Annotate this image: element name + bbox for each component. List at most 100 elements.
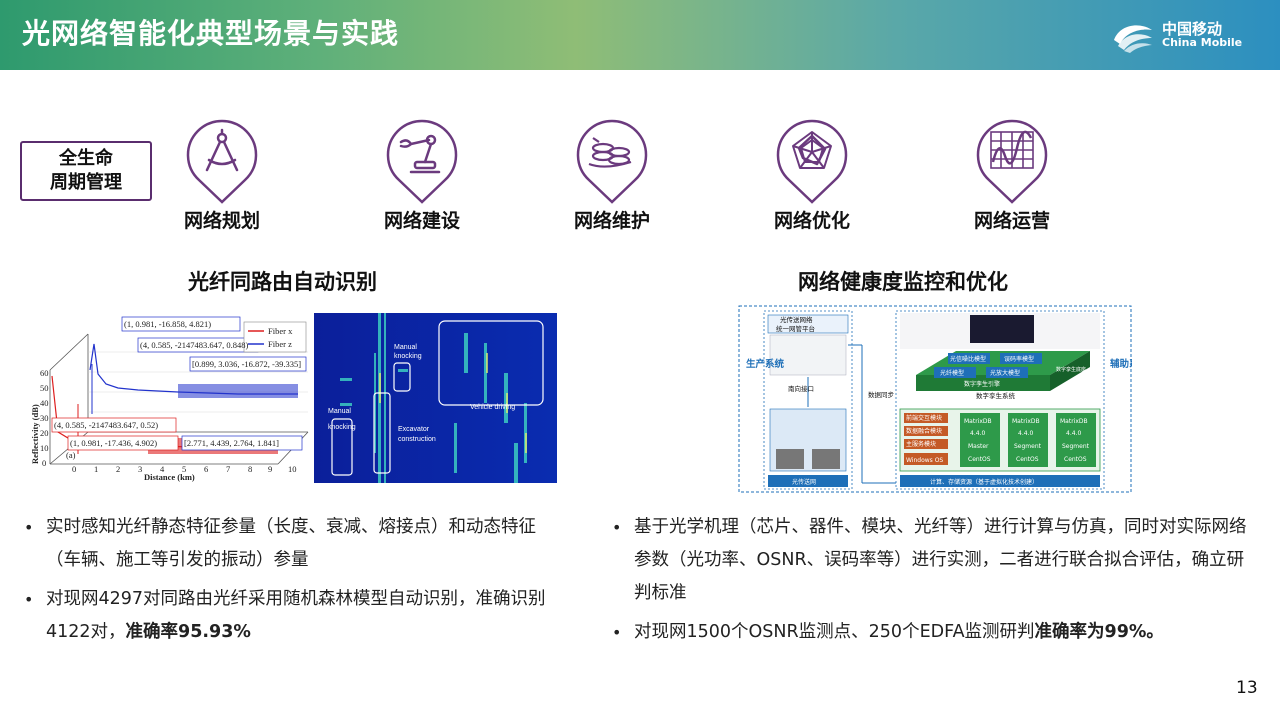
stage-label: 网络运营: [973, 210, 1050, 232]
plot-xlabel: Distance (km): [144, 472, 195, 482]
diagram-label: 数据融合模块: [906, 427, 942, 435]
china-mobile-logo-icon: [1114, 25, 1152, 53]
xtick: 2: [116, 464, 120, 474]
xtick: 5: [182, 464, 186, 474]
plot-annotation-5: (1, 0.981, -17.436, 4.902): [70, 438, 157, 448]
heatmap-label: Vehicle driving: [470, 404, 515, 411]
reflectivity-plot: (1, 0.981, -16.858, 4.821) (4, 0.585, -2…: [28, 314, 312, 486]
diagram-label: Segment: [1014, 443, 1042, 450]
bullet-item: • 对现网4297对同路由光纤采用随机森林模型自动识别，准确识别4122对，准确…: [24, 589, 546, 642]
plot-annotation-6: [2.771, 4.439, 2.764, 1.841]: [184, 438, 279, 448]
ytick: 10: [40, 443, 49, 453]
digital-twin-diagram: 光传送网络 统一网管平台 南向接口 数据同步 数字孪生系统 生产系统 辅助系统 …: [738, 305, 1132, 493]
diagram-side-label: 生产系统: [746, 358, 785, 370]
stage-network-optimization: 网络优化: [752, 118, 872, 238]
plot-panel-label: (a): [66, 450, 76, 460]
line-chart-icon: [976, 119, 1048, 204]
diagram-label: 4.4.0: [1066, 430, 1081, 437]
robot-arm-icon: [386, 119, 458, 204]
header-bar: 光网络智能化典型场景与实践 中国移动 China Mobile: [0, 0, 1280, 70]
stage-label: 网络维护: [573, 210, 650, 232]
stage-label: 网络规划: [183, 210, 260, 232]
diagram-label: MatrixDB: [1012, 418, 1040, 425]
stage-network-construction: 网络建设: [362, 118, 482, 238]
radar-chart-icon: [776, 119, 848, 204]
cable-reel-icon: [576, 119, 648, 204]
xtick: 6: [204, 464, 208, 474]
xtick: 0: [72, 464, 76, 474]
heatmap-label: Excavator: [398, 426, 430, 433]
legend-fiber-x: Fiber x: [268, 326, 293, 336]
ytick: 50: [40, 383, 49, 393]
diagram-label: Segment: [1062, 443, 1090, 450]
xtick: 9: [268, 464, 272, 474]
bullet-item: • 对现网1500个OSNR监测点、250个EDFA监测研判准确率为99%。: [612, 622, 1164, 642]
logo-chinese-text: 中国移动: [1162, 20, 1223, 38]
page-number: 13: [1236, 678, 1258, 698]
xtick: 7: [226, 464, 230, 474]
heatmap-label: knocking: [328, 424, 356, 431]
xtick: 3: [138, 464, 142, 474]
plot-annotation-2: (4, 0.585, -2147483.647, 0.848): [140, 340, 249, 350]
page-title: 光网络智能化典型场景与实践: [22, 17, 400, 50]
bullet-item: • 实时感知光纤静态特征参量（长度、衰减、熔接点）和动态特征（车辆、施工等引发的…: [24, 517, 536, 570]
bullet-highlight: 准确率为99%。: [1034, 622, 1164, 642]
diagram-label: 统一网管平台: [776, 324, 815, 333]
china-mobile-logo: 中国移动 China Mobile: [1110, 18, 1260, 54]
diagram-label: 主服务模块: [906, 440, 936, 448]
heatmap-label: construction: [398, 436, 436, 443]
diagram-label: 光信噪比模型: [950, 355, 986, 363]
ytick: 40: [40, 398, 49, 408]
diagram-label: 4.4.0: [1018, 430, 1033, 437]
heatmap-label: knocking: [394, 353, 422, 360]
diagram-label: MatrixDB: [964, 418, 992, 425]
diagram-label: MatrixDB: [1060, 418, 1088, 425]
diagram-label: 光纤模型: [940, 369, 964, 377]
plot-annotation-4: (4, 0.585, -2147483.647, 0.52): [54, 420, 158, 430]
plot-annotation-3: [0.899, 3.036, -16.872, -39.335]: [192, 359, 301, 369]
heatmap-label: Manual: [394, 344, 417, 351]
diagram-label: 数字孪生底座: [1056, 366, 1086, 373]
diagram-label: 数据同步: [868, 390, 895, 399]
diagram-label: 数字孪生系统: [976, 391, 1016, 400]
stage-label: 网络优化: [773, 210, 850, 232]
stage-label: 网络建设: [383, 210, 460, 232]
lifecycle-box: 全生命 周期管理: [20, 141, 152, 201]
xtick: 8: [248, 464, 252, 474]
right-bullets: • 基于光学机理（芯片、器件、模块、光纤等）进行计算与仿真，同时对实际网络参数（…: [610, 511, 1260, 649]
diagram-label: CentOS: [1016, 456, 1039, 463]
heatmap-label: Manual: [328, 408, 351, 415]
diagram-label: 南向接口: [788, 384, 814, 393]
bullet-item: • 基于光学机理（芯片、器件、模块、光纤等）进行计算与仿真，同时对实际网络参数（…: [612, 517, 1247, 603]
stage-network-planning: 网络规划: [162, 118, 282, 238]
diagram-label: 计算、存储资源（基于虚拟化技术创建）: [930, 478, 1038, 486]
compass-icon: [186, 119, 258, 204]
ytick: 0: [42, 458, 46, 468]
diagram-label: 光放大模型: [990, 369, 1020, 377]
ytick: 30: [40, 413, 49, 423]
bullet-text: 基于光学机理（芯片、器件、模块、光纤等）进行计算与仿真，同时对实际网络参数（光功…: [634, 517, 1247, 603]
plot-annotation-1: (1, 0.981, -16.858, 4.821): [124, 319, 211, 329]
xtick: 1: [94, 464, 98, 474]
diagram-label: 光传送网络: [780, 315, 813, 324]
bullet-text: 实时感知光纤静态特征参量（长度、衰减、熔接点）和动态特征（车辆、施工等引发的振动…: [46, 517, 536, 570]
left-section-title: 光纤同路由自动识别: [188, 270, 377, 294]
bullet-text: 对现网4297对同路由光纤采用随机森林模型自动识别，准确识别4122对，: [46, 589, 546, 642]
lifecycle-line2: 周期管理: [50, 172, 122, 193]
diagram-label: Windows OS: [906, 457, 943, 464]
bullet-highlight: 准确率95.93%: [125, 622, 251, 642]
lifecycle-line1: 全生命: [59, 148, 113, 169]
logo-english-text: China Mobile: [1162, 36, 1243, 49]
diagram-label: Master: [968, 443, 989, 450]
diagram-label: 4.4.0: [970, 430, 985, 437]
plot-ylabel: Reflectivity (dB): [30, 404, 40, 464]
diagram-label: CentOS: [968, 456, 991, 463]
xtick: 10: [288, 464, 297, 474]
left-bullets: • 实时感知光纤静态特征参量（长度、衰减、熔接点）和动态特征（车辆、施工等引发的…: [22, 511, 562, 649]
ytick: 60: [40, 368, 49, 378]
right-section-title: 网络健康度监控和优化: [798, 270, 1008, 294]
diagram-side-label: 辅助系统: [1110, 358, 1132, 370]
stage-network-operation: 网络运营: [952, 118, 1072, 238]
diagram-label: 光传送网: [792, 478, 816, 486]
diagram-label: 前端交互模块: [906, 414, 942, 422]
